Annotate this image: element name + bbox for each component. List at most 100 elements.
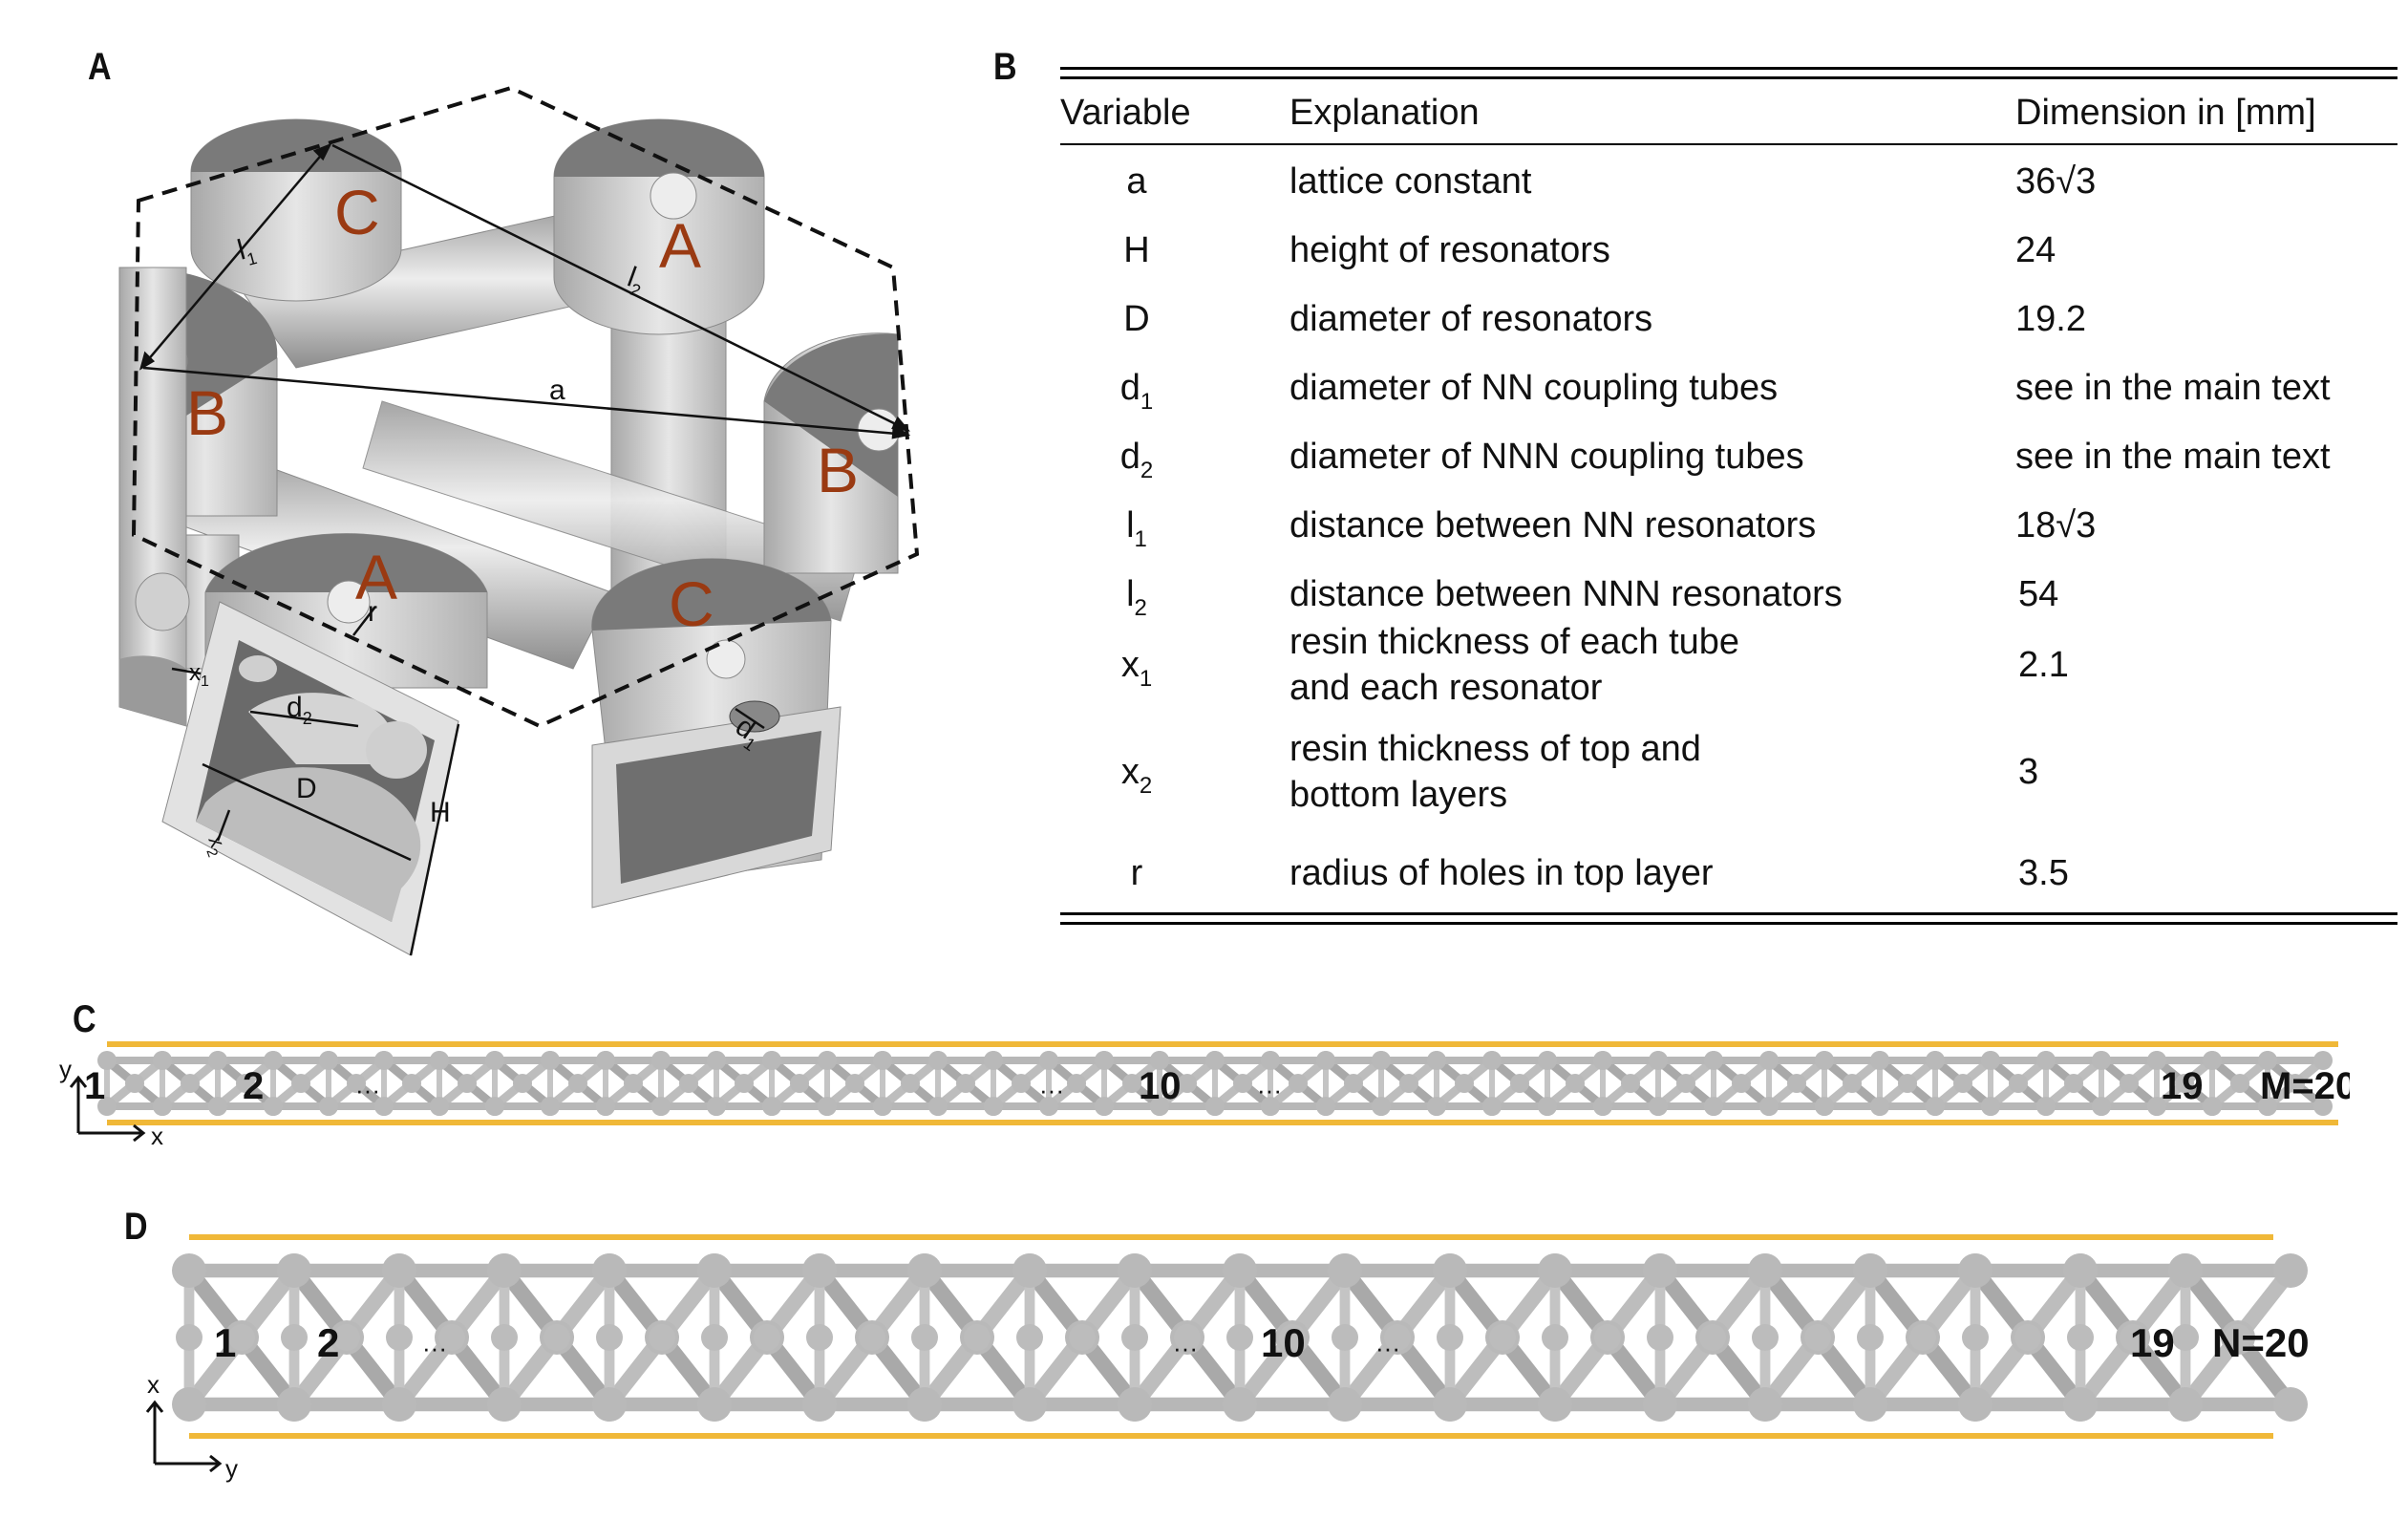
axes-d: [145, 1400, 223, 1473]
variable-subscript: 2: [1139, 773, 1153, 799]
site-index-label: 2: [317, 1320, 339, 1365]
explanation-cell: diameter of NNN coupling tubes: [1289, 437, 1804, 477]
site-label-c-top: C: [334, 177, 380, 247]
explanation-cell: radius of holes in top layer: [1289, 853, 1714, 893]
site-label-a-bottom: A: [355, 542, 397, 612]
variable-cell: l2: [1060, 571, 1213, 631]
lattice-midline: [176, 1324, 2251, 1351]
svg-text:a: a: [549, 374, 565, 406]
variable-subscript: 1: [1134, 526, 1147, 552]
variable-subscript: 2: [1140, 458, 1154, 483]
dimension-cell: 2.1: [2018, 645, 2069, 685]
explanation-cell: resin thickness of each tube and each res…: [1289, 619, 1739, 711]
site-index-label: ···: [1039, 1076, 1064, 1104]
variable-symbol: D: [1123, 299, 1150, 339]
site-label-b-right: B: [817, 435, 859, 505]
lattice-cell: [1759, 1051, 1834, 1116]
variable-symbol: x: [1120, 645, 1140, 685]
variable-subscript: 2: [1134, 595, 1147, 621]
svg-text:r: r: [368, 596, 377, 628]
axis-label-x: x: [151, 1122, 163, 1150]
dimension-cell: see in the main text: [2015, 368, 2331, 408]
bottom-rail: [189, 1433, 2273, 1439]
site-index-label: 10: [1139, 1065, 1182, 1107]
variable-symbol: l: [1126, 574, 1135, 614]
dimension-arrows: [139, 142, 911, 956]
svg-text:d2: d2: [287, 692, 312, 728]
unit-cell-hexagon: [131, 85, 920, 729]
variable-symbol: d: [1119, 437, 1140, 477]
variable-cell: l1: [1060, 503, 1213, 563]
variable-cell: H: [1060, 227, 1213, 273]
top-rail: [189, 1234, 2273, 1240]
svg-text:x1: x1: [189, 660, 209, 690]
top-rail: [107, 1041, 2338, 1047]
explanation-line-1: resin thickness of top and: [1289, 729, 1701, 769]
dimension-cell: 36√3: [2015, 161, 2097, 202]
panel-a-illustration: C A B B A C l1 l2 a r x1 d2 D H x2 d1: [118, 85, 920, 956]
lattice-cell: [2258, 1051, 2333, 1116]
dimension-cell: 3: [2018, 752, 2039, 792]
explanation-cell: resin thickness of top and bottom layers: [1289, 726, 1701, 818]
variable-cell: d1: [1060, 365, 1213, 425]
header-dimension: Dimension in [mm]: [2015, 93, 2316, 133]
axis-label-y: y: [59, 1055, 72, 1083]
site-index-label: ···: [1173, 1334, 1198, 1362]
site-index-label: 19: [2130, 1320, 2175, 1365]
dimension-cell: 18√3: [2015, 505, 2097, 546]
variable-symbol: d: [1119, 368, 1140, 408]
dimension-cell: 19.2: [2015, 299, 2086, 339]
variable-cell: d2: [1060, 434, 1213, 494]
site-index-label: ···: [355, 1076, 380, 1104]
site-index-label: 1: [84, 1065, 105, 1107]
site-index-label: ···: [422, 1334, 447, 1362]
explanation-cell: diameter of resonators: [1289, 299, 1653, 339]
site-label-a-top: A: [659, 210, 701, 281]
dimension-cell: 54: [2018, 574, 2059, 614]
variable-cell: a: [1060, 159, 1213, 204]
ribbon-lattice-d: [172, 1253, 2308, 1422]
explanation-cell: distance between NN resonators: [1289, 505, 1817, 546]
explanation-line-1: resin thickness of each tube: [1289, 622, 1740, 662]
site-index-label: 1: [214, 1320, 236, 1365]
panel-label-b: B: [993, 46, 1017, 88]
variable-cell: D: [1060, 296, 1213, 342]
variable-symbol: x: [1120, 752, 1140, 792]
variable-cell: x1: [1060, 642, 1213, 702]
site-index-label: M=20: [2260, 1065, 2350, 1107]
dimension-cell: 3.5: [2018, 853, 2069, 893]
svg-text:H: H: [430, 797, 451, 828]
explanation-line-2: and each resonator: [1289, 668, 1603, 708]
site-label-b-left: B: [186, 377, 228, 448]
ribbon-lattice-c: [97, 1051, 2333, 1116]
variable-symbol: r: [1130, 853, 1143, 893]
site-index-label: ···: [1375, 1334, 1400, 1362]
explanation-cell: diameter of NN coupling tubes: [1289, 368, 1779, 408]
variable-subscript: 1: [1140, 389, 1154, 415]
dimension-cell: see in the main text: [2015, 437, 2331, 477]
header-explanation: Explanation: [1289, 93, 1480, 133]
site-index-label: 10: [1261, 1320, 1306, 1365]
explanation-line-2: bottom layers: [1289, 775, 1508, 815]
variable-symbol: l: [1126, 505, 1135, 546]
panel-label-d: D: [124, 1206, 148, 1248]
lattice-cell: [2092, 1051, 2166, 1116]
svg-text:D: D: [296, 773, 317, 804]
variable-symbol: a: [1126, 161, 1147, 202]
variable-symbol: H: [1123, 230, 1150, 270]
panel-label-c: C: [73, 998, 96, 1040]
site-index-label: 2: [243, 1065, 264, 1107]
explanation-cell: height of resonators: [1289, 230, 1610, 270]
axes-c: [69, 1075, 146, 1143]
axis-label-y: y: [225, 1454, 238, 1483]
panel-label-a: A: [88, 46, 112, 88]
bottom-rail: [107, 1120, 2338, 1125]
site-index-label: ···: [1257, 1076, 1282, 1104]
explanation-cell: distance between NNN resonators: [1289, 574, 1843, 614]
lattice-cell: [707, 1051, 781, 1116]
axis-label-x: x: [147, 1370, 160, 1399]
variable-subscript: 1: [1139, 666, 1153, 692]
resonators: [118, 118, 901, 956]
